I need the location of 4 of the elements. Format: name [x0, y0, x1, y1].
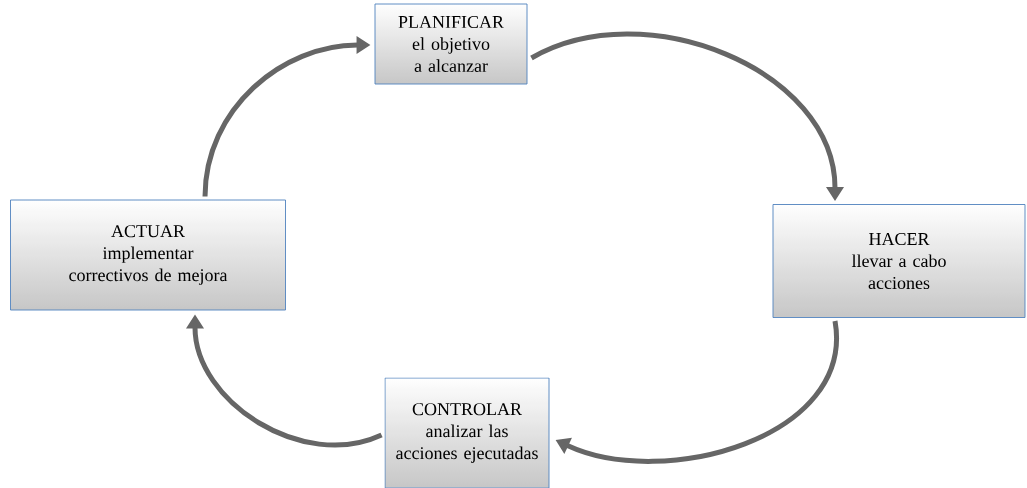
process-box: PLANIFICAR el objetivo a alcanzar [374, 3, 528, 85]
process-box: CONTROLAR analizar las acciones ejecutadas [384, 377, 550, 488]
process-box: ACTUAR implementar correctivos de mejora [10, 199, 286, 311]
process-box: HACER llevar a cabo acciones [772, 204, 1026, 318]
